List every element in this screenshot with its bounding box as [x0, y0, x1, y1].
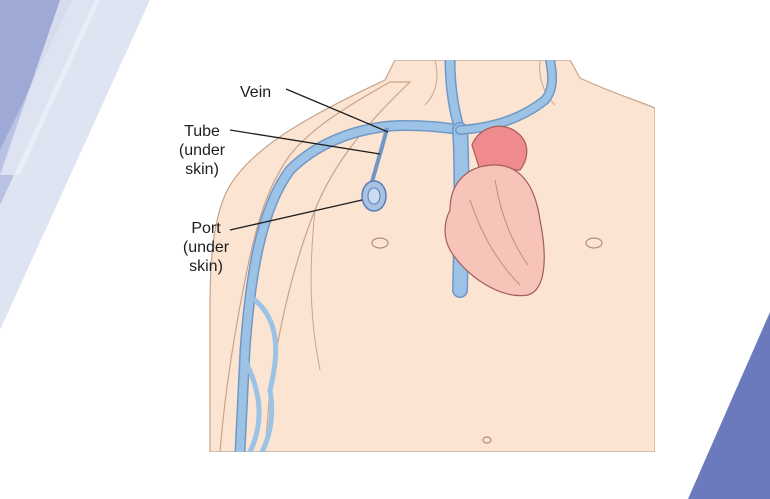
neck-line-left — [424, 60, 438, 106]
port-label-line-2: (under — [182, 239, 230, 256]
left-stripe-white — [0, 0, 100, 175]
right-nipple — [585, 237, 603, 249]
port-label-line-1: Port — [191, 220, 221, 237]
armpit-line — [310, 209, 321, 371]
port-label-line-3: skin) — [189, 258, 223, 275]
vein-leader-line — [285, 88, 389, 133]
port-septum — [367, 187, 381, 205]
vein-label: Vein — [240, 83, 271, 102]
vein-label-text: Vein — [240, 84, 272, 101]
port-catheter-illustration — [209, 60, 655, 452]
tube-label-line-2: (under — [178, 142, 226, 159]
tube-label-line-3: skin) — [185, 161, 219, 178]
arm — [219, 81, 412, 452]
right-vein-fill — [456, 60, 556, 134]
navel — [482, 436, 492, 444]
tube-label: Tube (under skin) — [172, 122, 232, 179]
right-stripe-dark — [688, 312, 770, 499]
arm-vein-branch — [242, 297, 279, 452]
catheter-tube — [370, 127, 389, 183]
neck-line-right — [539, 60, 556, 106]
left-nipple — [371, 237, 389, 249]
tube-label-line-1: Tube — [184, 123, 220, 140]
port-label: Port (under skin) — [176, 219, 236, 276]
port-leader-line — [229, 199, 363, 231]
heart-vessel-line — [469, 179, 529, 286]
heart-top — [471, 125, 528, 171]
tube-leader-line — [229, 129, 381, 155]
heart — [444, 164, 545, 297]
